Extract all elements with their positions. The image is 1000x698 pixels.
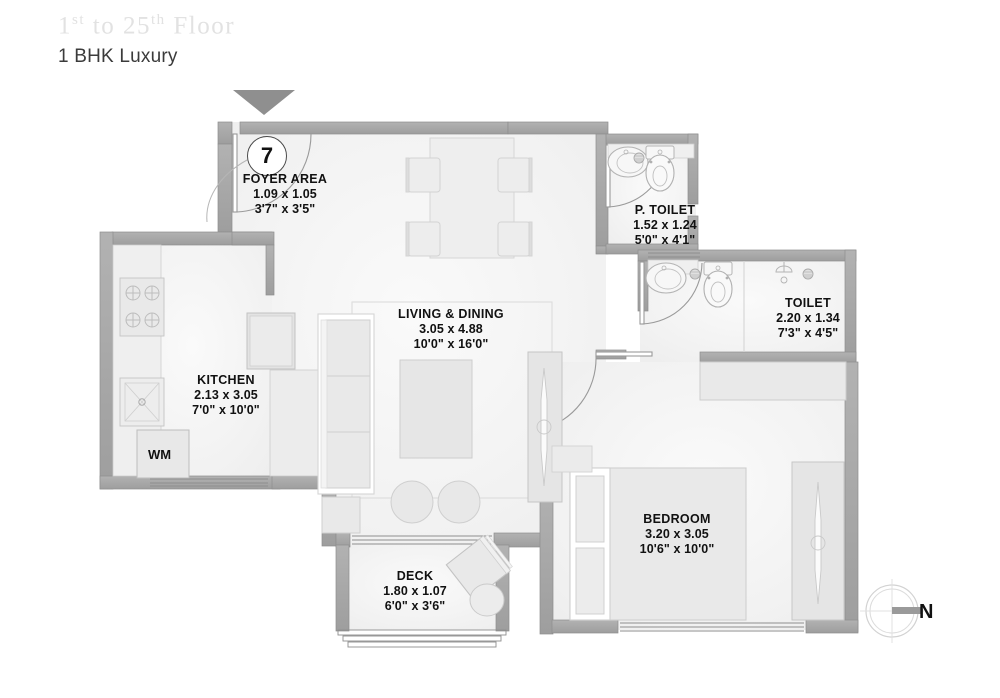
bed-icon — [569, 467, 747, 621]
bedroom-furniture — [551, 361, 847, 621]
toilet-fixtures — [645, 259, 814, 352]
dining-chair — [405, 221, 441, 257]
wardrobe-icon — [699, 361, 847, 401]
wc-icon — [703, 261, 733, 308]
unit-number-badge: 7 — [247, 136, 287, 176]
floor-range-sup-last: th — [150, 12, 166, 28]
wardrobe-icon — [791, 461, 845, 621]
floor-drain-icon — [689, 268, 701, 280]
pillow-icon — [575, 547, 605, 615]
washbasin-icon — [645, 262, 687, 294]
kitchen-fixtures — [112, 244, 323, 479]
washing-machine-icon — [136, 429, 190, 479]
dining-chair — [497, 157, 533, 193]
floor-range-suffix: Floor — [165, 12, 236, 40]
deck-furniture — [445, 534, 513, 617]
kitchen-sink-icon — [119, 377, 165, 427]
dining-chair — [497, 221, 533, 257]
dining-set — [405, 137, 533, 259]
ottoman-icon — [390, 480, 434, 524]
entry-arrow-icon — [233, 90, 295, 115]
page-title: 1 BHK Luxury — [58, 46, 178, 68]
compass-north-label: N — [919, 601, 934, 623]
floor-drain-icon — [633, 152, 645, 164]
washing-machine-label: WM — [148, 447, 172, 462]
doors — [232, 133, 703, 431]
floor-range-middle: to 25 — [85, 12, 151, 40]
shower-icon — [775, 262, 793, 284]
callout-leader-line — [206, 159, 248, 223]
p-toilet-fixtures — [607, 143, 695, 192]
pillow-icon — [575, 475, 605, 543]
tv-unit-icon — [527, 351, 563, 503]
living-furniture — [317, 301, 563, 534]
floor-drain-icon — [802, 268, 814, 280]
sofa-icon — [317, 313, 375, 495]
floor-range-prefix: 1 — [58, 12, 72, 40]
floor-range-sup-first: st — [72, 12, 86, 28]
kitchen-hob-icon — [119, 277, 165, 337]
ottoman-icon — [437, 480, 481, 524]
floor-range-text: 1st to 25th Floor — [58, 12, 558, 41]
wc-icon — [645, 145, 675, 192]
deck-side-table-icon — [469, 583, 505, 617]
deck-chair-icon — [445, 534, 513, 601]
windows — [150, 252, 804, 648]
compass-north-icon — [860, 579, 924, 643]
header: 1st to 25th Floor 1 BHK Luxury — [58, 12, 558, 68]
dining-chair — [405, 157, 441, 193]
